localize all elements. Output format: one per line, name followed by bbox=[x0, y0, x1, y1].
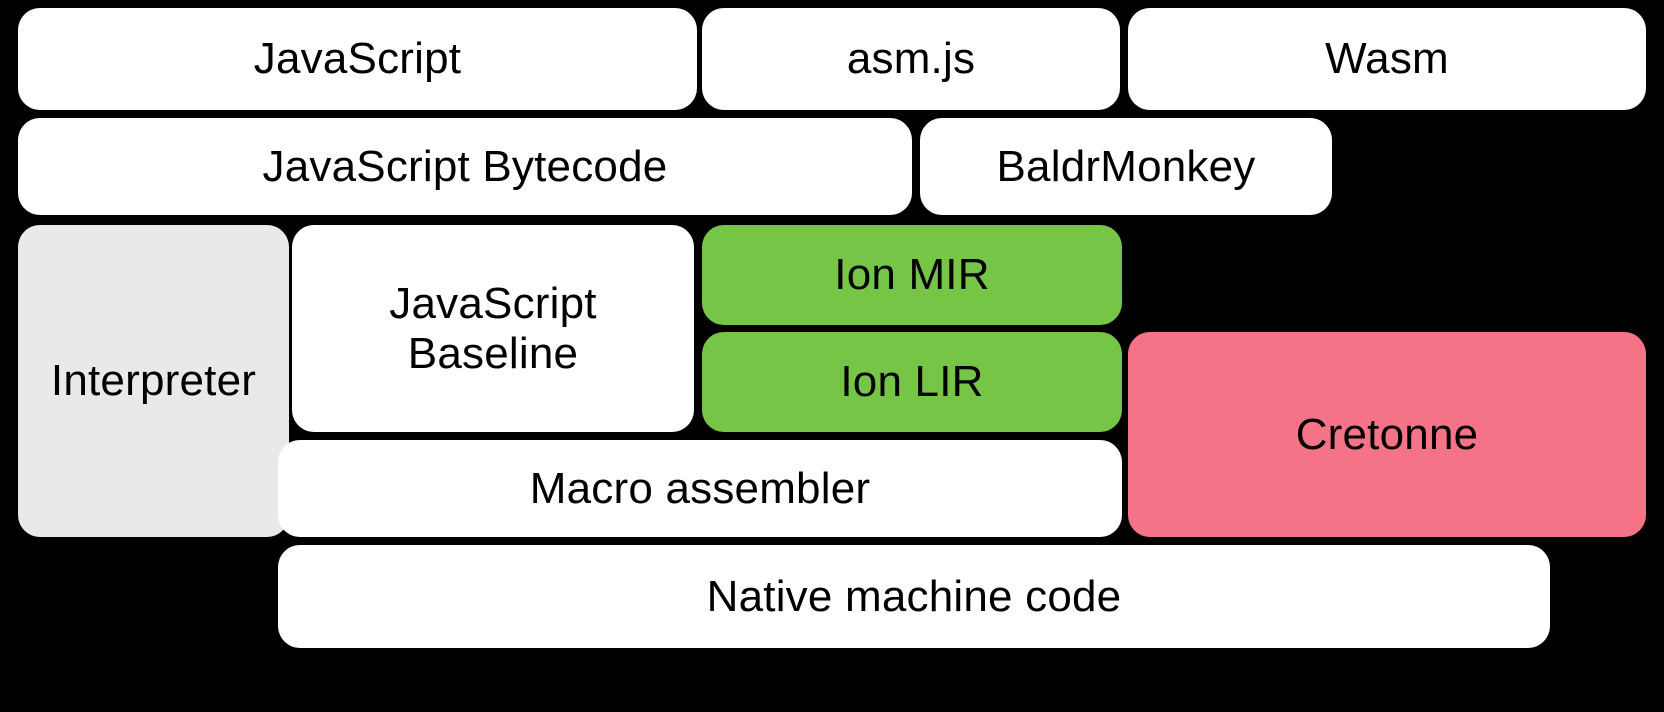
node-interpreter: Interpreter bbox=[18, 225, 289, 537]
node-label-ion-lir: Ion LIR bbox=[840, 357, 984, 407]
node-javascript-baseline: JavaScript Baseline bbox=[292, 225, 694, 432]
node-ion-mir: Ion MIR bbox=[702, 225, 1122, 325]
node-label-cretonne: Cretonne bbox=[1295, 409, 1479, 459]
node-asmjs: asm.js bbox=[702, 8, 1120, 110]
node-native-machine-code: Native machine code bbox=[278, 545, 1550, 648]
node-label-asmjs: asm.js bbox=[846, 34, 976, 84]
node-label-interpreter: Interpreter bbox=[50, 356, 257, 406]
node-label-macro-assembler: Macro assembler bbox=[529, 463, 871, 513]
node-label-native-machine-code: Native machine code bbox=[706, 571, 1122, 621]
node-ion-lir: Ion LIR bbox=[702, 332, 1122, 432]
node-label-javascript-bytecode: JavaScript Bytecode bbox=[262, 141, 668, 191]
node-baldrmonkey: BaldrMonkey bbox=[920, 118, 1332, 215]
node-label-wasm: Wasm bbox=[1325, 34, 1449, 84]
node-wasm: Wasm bbox=[1128, 8, 1646, 110]
node-macro-assembler: Macro assembler bbox=[278, 440, 1122, 537]
node-label-javascript-baseline: JavaScript Baseline bbox=[389, 279, 597, 378]
node-label-baldrmonkey: BaldrMonkey bbox=[996, 141, 1256, 191]
node-label-javascript: JavaScript bbox=[253, 34, 462, 84]
node-javascript-bytecode: JavaScript Bytecode bbox=[18, 118, 912, 215]
node-javascript: JavaScript bbox=[18, 8, 697, 110]
node-label-ion-mir: Ion MIR bbox=[834, 250, 990, 300]
node-cretonne: Cretonne bbox=[1128, 332, 1646, 537]
